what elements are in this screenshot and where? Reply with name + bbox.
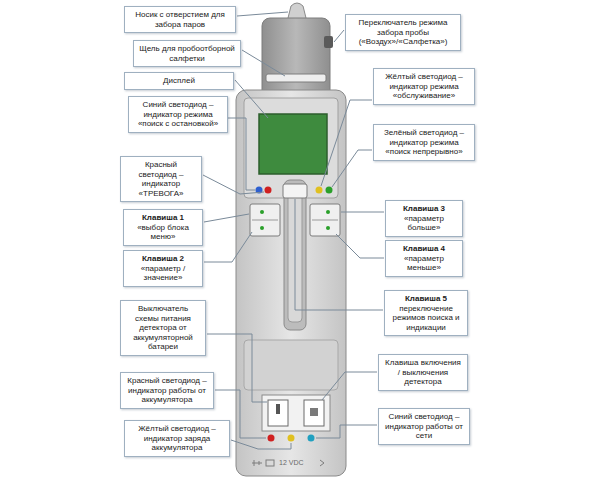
callout-text: Переключатель режима забора пробы («Возд…	[350, 18, 456, 47]
callout-text: Дисплей	[129, 76, 229, 86]
callout-box: Носик с отверстием для забора паров	[124, 6, 236, 33]
callout-text: Щель для пробоотборной салфетки	[138, 44, 236, 63]
callout-box: Щель для пробоотборной салфетки	[133, 40, 241, 67]
callout-box: Клавиша 1«выбор блока меню»	[123, 209, 203, 246]
callout-heading: Клавиша 2	[128, 254, 198, 264]
callout-text: Синий светодиод – индикатор режима «поис…	[133, 100, 223, 129]
callout-box: Красный светодиод – индикатор работы от …	[120, 372, 214, 409]
callout-box: Клавиша 3«параметр больше»	[385, 200, 463, 237]
callout-box: Переключатель режима забора пробы («Возд…	[345, 14, 461, 51]
callout-text: Жёлтый светодиод – индикатор заряда акку…	[129, 424, 225, 453]
callout-text: Зелёный светодиод – индикатор режима «по…	[378, 128, 470, 157]
callout-text: «параметр больше»	[390, 214, 458, 233]
callout-box: Выключатель схемы питания детектора от а…	[120, 300, 206, 356]
callout-heading: Клавиша 4	[390, 244, 458, 254]
callout-text: «параметр / значение»	[128, 264, 198, 283]
callout-box: Клавиша 5переключение режимов поиска и и…	[384, 290, 468, 336]
callout-box: Жёлтый светодиод – индикатор режима «обс…	[373, 68, 475, 105]
callout-text: переключение режимов поиска и индикации	[389, 304, 463, 333]
callout-text: Красный светодиод – индикатор «ТРЕВОГА»	[125, 160, 197, 198]
callout-text: Клавиша включения / выключения детектора	[383, 358, 463, 387]
callout-box: Жёлтый светодиод – индикатор заряда акку…	[124, 420, 230, 457]
callout-box: Синий светодиод – индикатор режима «поис…	[128, 96, 228, 133]
callout-text: Жёлтый светодиод – индикатор режима «обс…	[378, 72, 470, 101]
callout-text: Синий светодиод – индикатор работы от се…	[383, 412, 465, 441]
callout-text: Носик с отверстием для забора паров	[129, 10, 231, 29]
callout-heading: Клавиша 1	[128, 213, 198, 223]
callout-box: Красный светодиод – индикатор «ТРЕВОГА»	[120, 156, 202, 202]
callout-box: Дисплей	[124, 72, 234, 90]
callout-box: Клавиша 2«параметр / значение»	[123, 250, 203, 287]
callout-heading: Клавиша 5	[389, 294, 463, 304]
callout-text: «параметр меньше»	[390, 254, 458, 273]
callout-box: Клавиша включения / выключения детектора	[378, 354, 468, 391]
callout-box: Зелёный светодиод – индикатор режима «по…	[373, 124, 475, 161]
callout-text: Красный светодиод – индикатор работы от …	[125, 376, 209, 405]
device-marking: 12 VDC	[279, 459, 304, 466]
callout-text: Выключатель схемы питания детектора от а…	[125, 304, 201, 352]
callout-text: «выбор блока меню»	[128, 223, 198, 242]
callout-heading: Клавиша 3	[390, 204, 458, 214]
callout-box: Клавиша 4«параметр меньше»	[385, 240, 463, 277]
callout-box: Синий светодиод – индикатор работы от се…	[378, 408, 470, 445]
